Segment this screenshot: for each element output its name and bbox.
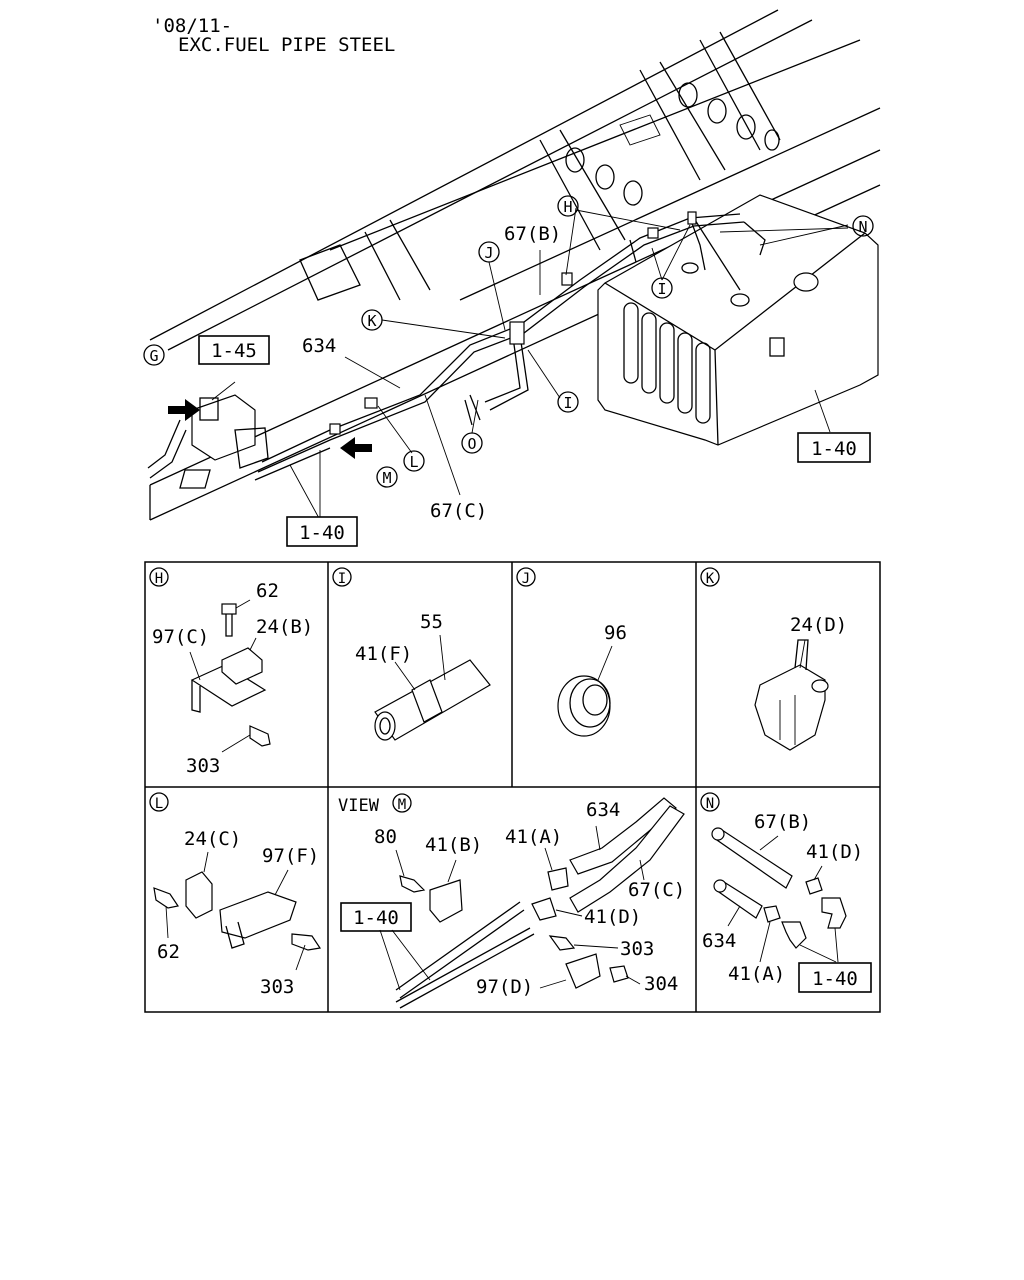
svg-text:N: N: [858, 218, 867, 236]
label-24b: 24(B): [256, 616, 313, 638]
svg-text:1-40: 1-40: [811, 438, 857, 460]
panel-m-letter: M: [398, 797, 406, 813]
label-303: 303: [260, 976, 294, 998]
panel-j: J 96: [516, 567, 627, 737]
label-24d: 24(D): [790, 614, 847, 636]
svg-text:1-40: 1-40: [812, 968, 858, 990]
panel-h: H 62 97(C) 24(B) 303: [149, 567, 313, 777]
view-label: VIEW: [338, 796, 380, 816]
svg-text:K: K: [367, 312, 376, 330]
callout-j: J: [478, 241, 500, 263]
fuel-tank: [597, 194, 879, 446]
callout-l: L: [403, 450, 425, 472]
panel-n: N 67(B) 41(D) 634 41(A) 1-40: [700, 792, 872, 993]
panel-l-letter: L: [155, 796, 163, 812]
svg-text:1-45: 1-45: [211, 340, 257, 362]
panel-n-letter: N: [706, 796, 714, 812]
svg-text:1-40: 1-40: [353, 907, 399, 929]
label-41a: 41(A): [728, 963, 785, 985]
leader-lines: [211, 207, 849, 521]
callout-o: O: [461, 432, 483, 454]
panel-i-letter: I: [338, 571, 346, 587]
part-label-67b: 67(B): [504, 223, 561, 245]
callout-i-top: I: [651, 277, 673, 299]
label-634: 634: [702, 930, 736, 952]
svg-text:L: L: [409, 453, 418, 471]
label-62: 62: [256, 580, 279, 602]
label-24c: 24(C): [184, 828, 241, 850]
label-41d: 41(D): [584, 906, 641, 928]
label-634: 634: [586, 799, 620, 821]
fuel-lines: [254, 211, 766, 481]
panel-m: VIEW M 634 80 41(B) 41(A) 67(C) 41(D) 1-…: [338, 793, 685, 1009]
detail-grid: [144, 561, 881, 1013]
arrow-m-icon: [340, 437, 372, 459]
label-303: 303: [620, 938, 654, 960]
panel-i: I 55 41(F): [332, 567, 491, 741]
label-303: 303: [186, 755, 220, 777]
label-55: 55: [420, 611, 443, 633]
label-96: 96: [604, 622, 627, 644]
svg-text:G: G: [149, 347, 158, 365]
ref-box-1-40-n: 1-40: [798, 962, 872, 993]
callout-k: K: [361, 309, 383, 331]
callout-n: N: [852, 215, 874, 237]
ref-box-1-40-bottom: 1-40: [286, 516, 358, 547]
label-67b: 67(B): [754, 811, 811, 833]
arrow-g-icon: [168, 399, 200, 421]
label-62: 62: [157, 941, 180, 963]
label-41d: 41(D): [806, 841, 863, 863]
svg-text:M: M: [382, 469, 391, 487]
panel-l: L 24(C) 97(F) 62 303: [149, 792, 322, 998]
svg-text:H: H: [563, 198, 572, 216]
diagram-title: EXC.FUEL PIPE STEEL: [178, 34, 395, 56]
fuel-filter-assembly: [147, 394, 269, 489]
callout-m: M: [376, 466, 398, 488]
ref-box-1-40-view-m: 1-40: [340, 902, 412, 932]
label-41a: 41(A): [505, 826, 562, 848]
label-97d: 97(D): [476, 976, 533, 998]
svg-text:J: J: [484, 244, 493, 262]
label-304: 304: [644, 973, 678, 995]
panel-k: K 24(D): [700, 567, 847, 751]
date-code: '08/11-: [152, 15, 232, 37]
label-41b: 41(B): [425, 834, 482, 856]
label-41f: 41(F): [355, 643, 412, 665]
panel-h-letter: H: [155, 571, 163, 587]
label-97c: 97(C): [152, 626, 209, 648]
callout-g: G: [143, 344, 165, 366]
label-67c: 67(C): [628, 879, 685, 901]
panel-j-letter: J: [522, 571, 530, 587]
callout-i-right: I: [557, 391, 579, 413]
ref-box-1-40-right: 1-40: [797, 432, 871, 463]
svg-text:1-40: 1-40: [299, 522, 345, 544]
svg-text:O: O: [467, 435, 476, 453]
part-label-67c: 67(C): [430, 500, 487, 522]
label-80: 80: [374, 826, 397, 848]
svg-text:I: I: [657, 280, 666, 298]
label-97f: 97(F): [262, 845, 319, 867]
ref-box-1-45: 1-45: [198, 335, 270, 365]
panel-k-letter: K: [706, 571, 715, 587]
svg-text:I: I: [563, 394, 572, 412]
callout-h: H: [557, 195, 579, 217]
part-label-634: 634: [302, 335, 336, 357]
